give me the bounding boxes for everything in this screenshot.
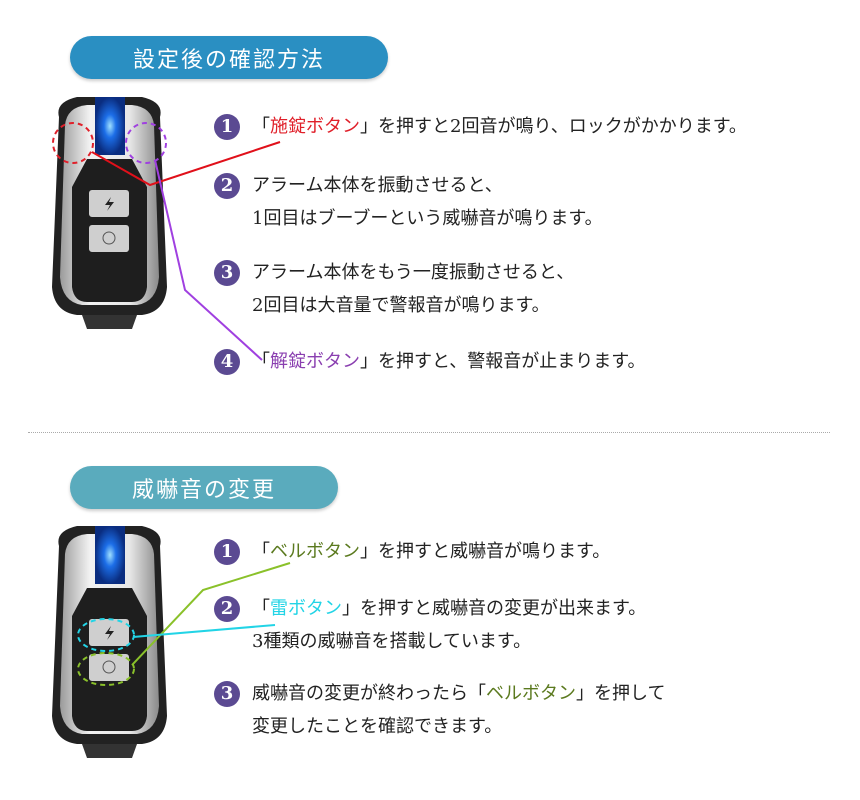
bracket: 「	[252, 598, 270, 619]
step-text: 変更したことを確認できます。	[252, 716, 503, 737]
lock-button-highlight	[52, 122, 94, 164]
unlock-callout-line	[154, 159, 263, 361]
remote-image-1	[51, 96, 168, 330]
sound-step-1-item: 1 「ベルボタン」を押すと威嚇音が鳴ります。	[214, 535, 610, 568]
step-number-badge: 4	[214, 349, 240, 375]
thunder-button-label: 雷ボタン	[270, 598, 342, 619]
step-text: 」を押すと2回音が鳴り、ロックがかかります。	[360, 116, 747, 137]
step-text: 威嚇音の変更が終わったら「	[252, 683, 486, 704]
step-text: 1回目はブーブーという威嚇音が鳴ります。	[252, 208, 603, 229]
lock-button-label: 施錠ボタン	[270, 116, 360, 137]
unlock-button-label: 解錠ボタン	[270, 351, 360, 372]
section-divider	[28, 432, 830, 433]
sound-step-3-item: 3 威嚇音の変更が終わったら「ベルボタン」を押して 変更したことを確認できます。	[214, 677, 665, 743]
step-number-badge: 3	[214, 260, 240, 286]
bell-button-label: ベルボタン	[270, 541, 360, 562]
bracket: 「	[252, 351, 270, 372]
lock-callout-line	[91, 141, 281, 187]
step-4-item: 4 「解錠ボタン」を押すと、警報音が止まります。	[214, 345, 645, 378]
bracket: 「	[252, 116, 270, 137]
bracket: 「	[252, 541, 270, 562]
unlock-button-highlight	[125, 122, 167, 164]
thunder-callout-line	[132, 624, 276, 638]
step-2-item: 2 アラーム本体を振動させると、 1回目はブーブーという威嚇音が鳴ります。	[214, 169, 603, 235]
step-text: 」を押して	[576, 683, 666, 704]
section-title-sound-change: 威嚇音の変更	[70, 466, 338, 509]
step-number-badge: 1	[214, 114, 240, 140]
section-title-confirm: 設定後の確認方法	[70, 36, 388, 79]
step-number-badge: 1	[214, 539, 240, 565]
step-text: アラーム本体を振動させると、	[252, 175, 503, 196]
sound-step-2-item: 2 「雷ボタン」を押すと威嚇音の変更が出来ます。 3種類の威嚇音を搭載しています…	[214, 592, 646, 658]
remote-image-2	[51, 525, 168, 759]
step-text: 3種類の威嚇音を搭載しています。	[252, 631, 532, 652]
bell-callout-line	[131, 562, 291, 666]
bell-button-label: ベルボタン	[486, 683, 576, 704]
step-text: 2回目は大音量で警報音が鳴ります。	[252, 295, 550, 316]
step-text: 」を押すと威嚇音の変更が出来ます。	[342, 598, 647, 619]
step-text: 」を押すと威嚇音が鳴ります。	[360, 541, 611, 562]
step-1-item: 1 「施錠ボタン」を押すと2回音が鳴り、ロックがかかります。	[214, 110, 747, 143]
step-number-badge: 2	[214, 596, 240, 622]
step-text: アラーム本体をもう一度振動させると、	[252, 262, 575, 283]
step-3-item: 3 アラーム本体をもう一度振動させると、 2回目は大音量で警報音が鳴ります。	[214, 256, 574, 322]
step-number-badge: 3	[214, 681, 240, 707]
thunder-button-highlight	[77, 618, 135, 652]
step-number-badge: 2	[214, 173, 240, 199]
bell-button-highlight	[77, 652, 135, 686]
step-text: 」を押すと、警報音が止まります。	[360, 351, 646, 372]
